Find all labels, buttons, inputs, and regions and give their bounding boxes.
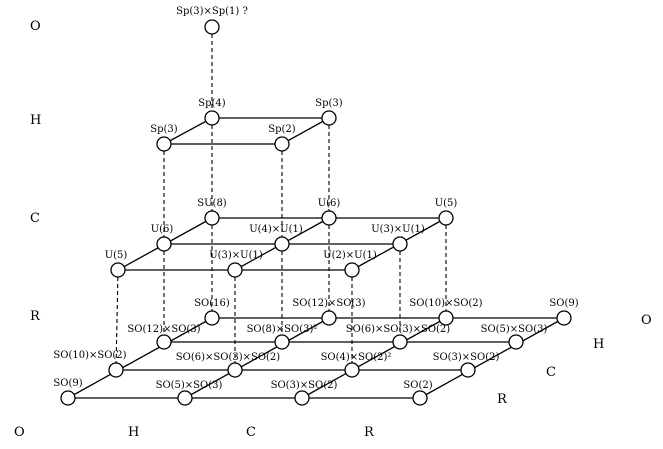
axis-bottom-complex: C (246, 425, 256, 440)
node-r-3-3 (412, 390, 428, 406)
label-r-1-3: SO(5)×SO(3) (481, 324, 548, 335)
axis-left-octonions: O (30, 19, 41, 34)
node-h-front-right (274, 136, 290, 152)
h-col-0 (163, 117, 213, 145)
label-h-back-left: Sp(4) (198, 98, 226, 109)
label-c-f-1: U(3)×U(1) (209, 250, 263, 261)
node-r-1-3 (508, 334, 524, 350)
label-r-2-0: SO(10)×SO(2) (53, 350, 126, 361)
node-c-f-2 (344, 262, 360, 278)
node-c-b-1 (321, 210, 337, 226)
node-c-b-2 (438, 210, 454, 226)
label-h-front-left: Sp(3) (150, 124, 178, 135)
label-r-1-0: SO(12)×SO(3) (127, 324, 200, 335)
node-top (204, 19, 220, 35)
label-h-front-right: Sp(2) (268, 124, 296, 135)
label-r-1-1: SO(8)×SO(3)² (247, 324, 318, 335)
node-r-2-3 (460, 362, 476, 378)
label-c-f-0: U(5) (105, 250, 128, 261)
axis-bottom-reals: R (364, 425, 375, 440)
label-r-3-2: SO(3)×SO(2) (271, 380, 338, 391)
label-r-3-1: SO(5)×SO(3) (156, 380, 223, 391)
node-r-3-0 (60, 390, 76, 406)
node-h-back-left (204, 110, 220, 126)
r-col-1 (184, 317, 330, 399)
node-c-f-0 (110, 262, 126, 278)
quaternion-level-edges (163, 117, 330, 145)
node-r-0-0 (204, 310, 220, 326)
axis-left-complex: C (30, 211, 40, 226)
label-r-3-0: SO(9) (53, 378, 82, 389)
r-col-0 (67, 317, 213, 399)
label-r-3-3: SO(2) (403, 380, 432, 391)
node-labels: Sp(3)×Sp(1) ? Sp(4) Sp(3) Sp(3) Sp(2) SU… (53, 6, 578, 391)
label-r-2-3: SO(3)×SO(2) (433, 352, 500, 363)
label-c-m-0: U(6) (151, 224, 174, 235)
node-r-1-2 (392, 334, 408, 350)
label-c-b-1: U(6) (318, 198, 341, 209)
node-r-3-1 (177, 390, 193, 406)
label-r-1-2: SO(6)×SO(3)×SO(2) (346, 324, 450, 335)
label-r-0-2: SO(10)×SO(2) (409, 298, 482, 309)
axis-left-quaternions: H (30, 113, 41, 128)
node-h-back-right (321, 110, 337, 126)
label-r-0-1: SO(12)×SO(3) (292, 298, 365, 309)
label-top: Sp(3)×Sp(1) ? (176, 6, 248, 17)
h-col-1 (281, 117, 330, 145)
node-c-m-1 (274, 236, 290, 252)
label-r-0-0: SO(16) (194, 298, 230, 309)
r-col-2 (301, 317, 447, 399)
axis-right-complex: C (546, 365, 556, 380)
r-col-3 (419, 317, 565, 399)
node-r-0-1 (321, 310, 337, 326)
label-c-m-1: U(4)×U(1) (249, 224, 303, 235)
label-r-2-2: SO(4)×SO(2)² (321, 352, 392, 363)
node-r-3-2 (294, 390, 310, 406)
node-r-0-2 (438, 310, 454, 326)
node-c-m-0 (156, 236, 172, 252)
axis-bottom-octonions: O (14, 425, 25, 440)
axis-right-reals: R (497, 392, 508, 407)
node-r-2-0 (108, 362, 124, 378)
axis-right-octonions: O (641, 313, 652, 328)
node-c-b-0 (204, 210, 220, 226)
label-c-b-0: SU(8) (197, 198, 227, 209)
axis-left-reals: R (30, 309, 41, 324)
label-h-back-right: Sp(3) (315, 98, 343, 109)
node-r-2-2 (344, 362, 360, 378)
label-c-m-2: U(3)×U(1) (371, 224, 425, 235)
node-r-2-1 (227, 362, 243, 378)
vertical-connectors (115, 27, 447, 371)
axis-right-quaternions: H (593, 337, 604, 352)
node-r-1-1 (274, 334, 290, 350)
node-r-1-0 (156, 334, 172, 350)
label-r-0-3: SO(9) (549, 298, 578, 309)
node-r-0-3 (556, 310, 572, 326)
label-r-2-1: SO(6)×SO(3)×SO(2) (176, 352, 280, 363)
label-c-b-2: U(5) (435, 198, 458, 209)
axis-bottom-quaternions: H (128, 425, 139, 440)
label-c-f-2: U(2)×U(1) (323, 250, 377, 261)
node-h-front-left (156, 136, 172, 152)
node-c-m-2 (392, 236, 408, 252)
nodes (60, 19, 572, 406)
v-c-20 (115, 269, 119, 371)
node-c-f-1 (227, 262, 243, 278)
real-level-edges (67, 317, 565, 399)
